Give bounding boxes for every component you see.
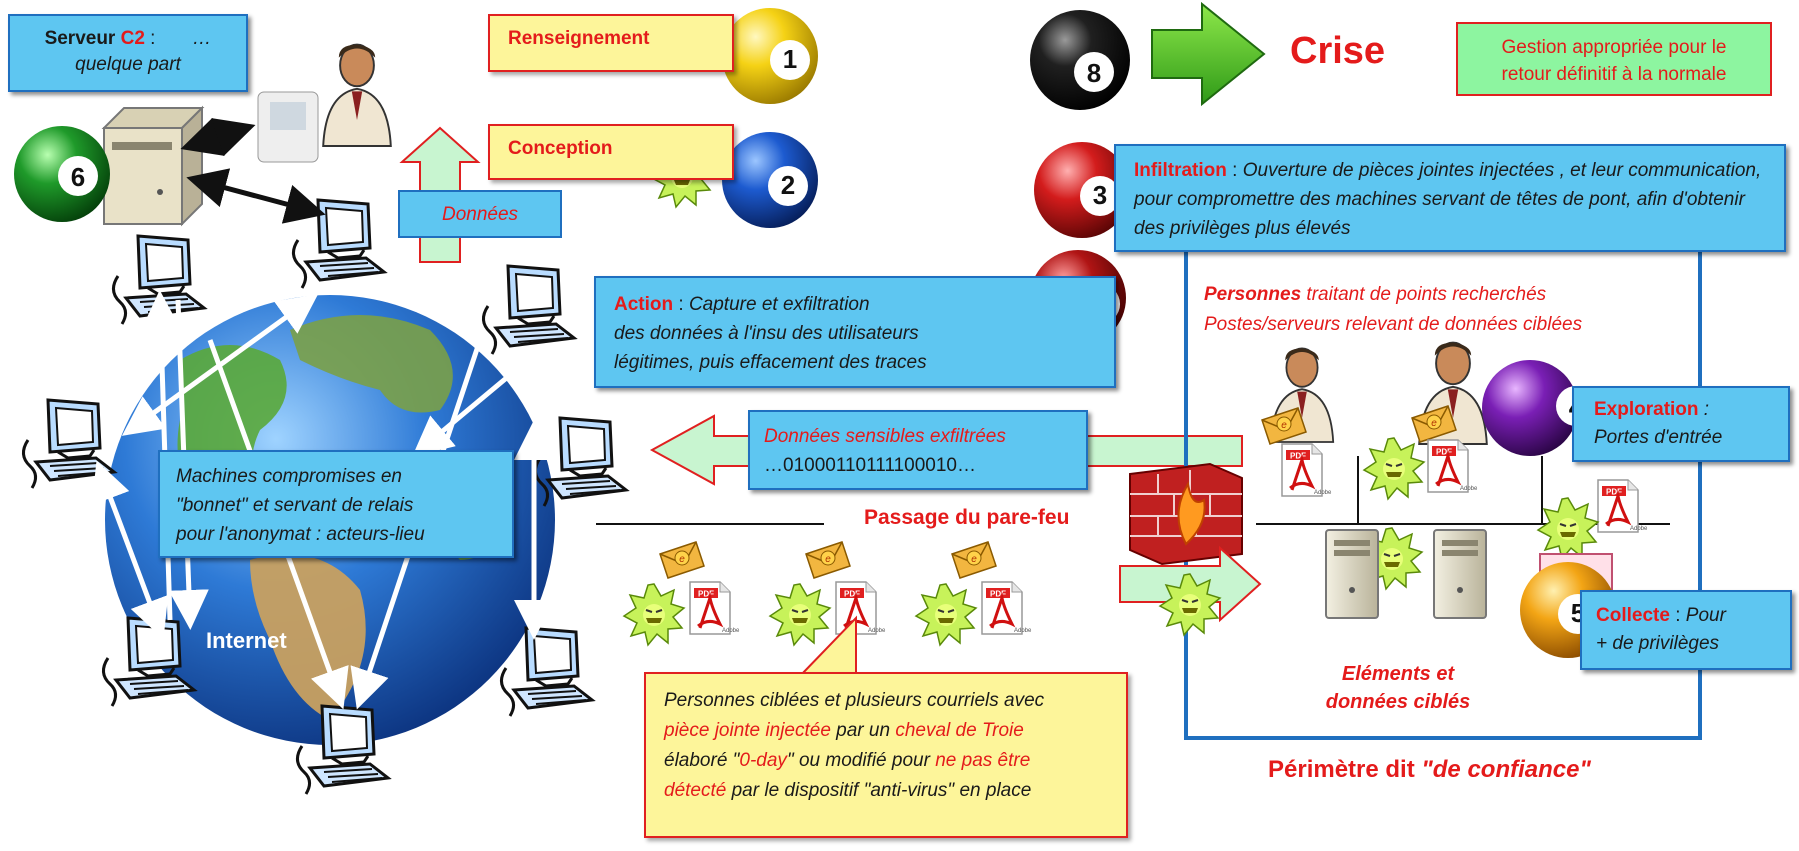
cibles-par-un: par un xyxy=(830,720,896,741)
operator-person-icon xyxy=(257,43,392,163)
ball-number-1: 1 xyxy=(782,44,798,74)
email-attachment-group xyxy=(915,541,1034,646)
step-infiltration-box: Infiltration : Ouverture de pièces joint… xyxy=(1114,144,1786,252)
server-c2-c2: C2 xyxy=(120,28,145,49)
elements-line-2: données ciblés xyxy=(1325,691,1471,713)
personnes-line-2: Postes/serveurs relevant de données cibl… xyxy=(1204,314,1583,335)
exfil-title: Données sensibles exfiltrées xyxy=(764,426,1006,447)
step-action-line-3: légitimes, puis effacement des traces xyxy=(614,352,927,373)
computer-icon xyxy=(481,264,576,356)
ball-number-8: 8 xyxy=(1086,58,1102,88)
crise-arrow-icon xyxy=(1151,1,1266,107)
ball-number-2: 2 xyxy=(780,170,796,200)
elements-line-1: Eléments et xyxy=(1341,663,1455,685)
cibles-line-1: Personnes ciblées et plusieurs courriels… xyxy=(664,690,1045,711)
cibles-0day: 0-day xyxy=(739,750,787,771)
step-collecte-sep: : xyxy=(1669,605,1686,626)
internet-label: Internet xyxy=(206,628,287,653)
cibles-elabore: élaboré " xyxy=(664,750,740,771)
gestion-line-2: retour définitif à la normale xyxy=(1501,64,1727,85)
step-action-line-2: des données à l'insu des utilisateurs xyxy=(614,323,919,344)
step-infiltration-title: Infiltration xyxy=(1134,160,1227,181)
ball-number-3: 3 xyxy=(1092,180,1108,210)
perimetre-label-b: "de confiance" xyxy=(1421,756,1591,783)
step-action-box: Action : Capture et exfiltration des don… xyxy=(594,276,1116,388)
c2-link-arrows xyxy=(180,117,326,224)
cibles-piece-jointe: pièce jointe injectée xyxy=(664,720,831,741)
virus-icon xyxy=(1537,497,1599,560)
server-icon xyxy=(1325,529,1379,619)
computer-icon xyxy=(291,198,386,290)
exfil-bits: …01000110111100010… xyxy=(764,455,976,476)
cibles-ne-pas-etre: ne pas être xyxy=(935,750,1031,771)
step-exploration-title: Exploration xyxy=(1594,399,1699,420)
donnees-box: Données xyxy=(398,190,562,238)
firewall-icon xyxy=(1129,462,1243,566)
gestion-line-1: Gestion appropriée pour le xyxy=(1501,37,1727,58)
step-conception-label: Conception xyxy=(508,138,613,159)
step-renseignement-box: Renseignement xyxy=(488,14,734,72)
step-collecte-title: Collecte xyxy=(1596,605,1670,626)
machines-line-2: "bonnet" et servant de relais xyxy=(176,495,414,516)
donnees-label: Données xyxy=(441,204,519,225)
cibles-cheval: cheval de Troie xyxy=(895,720,1024,741)
server-c2-colon: : xyxy=(144,28,156,49)
machines-line-3: pour l'anonymat : acteurs-lieu xyxy=(176,524,425,545)
passage-label: Passage du pare-feu xyxy=(864,506,1070,529)
step-action-line-1: Capture et exfiltration xyxy=(688,294,870,315)
step-exploration-text: Portes d'entrée xyxy=(1594,427,1723,448)
step-renseignement-label: Renseignement xyxy=(508,28,650,49)
crise-label: Crise xyxy=(1290,30,1386,72)
gestion-box: Gestion appropriée pour le retour défini… xyxy=(1456,22,1772,96)
email-attachment-group xyxy=(769,541,888,646)
step-infiltration-text: Ouverture de pièces jointes injectées , … xyxy=(1134,160,1762,239)
step-action-sep: : xyxy=(673,294,689,315)
step-action-title: Action xyxy=(614,294,674,315)
server-icon xyxy=(1433,529,1487,619)
step-infiltration-sep: : xyxy=(1226,160,1243,181)
perimetre-label-a: Périmètre dit xyxy=(1268,756,1422,783)
exfil-box: Données sensibles exfiltrées …0100011011… xyxy=(748,410,1088,490)
cibles-detecte: détecté xyxy=(664,780,727,801)
perimetre-label: Périmètre dit "de confiance" xyxy=(1268,756,1591,784)
step-collecte-text-b: + de privilèges xyxy=(1596,633,1720,654)
personnes-title: Personnes xyxy=(1204,284,1302,305)
server-icon xyxy=(101,105,205,227)
email-attachment-group xyxy=(623,541,742,646)
personnes-text: Personnes traitant de points recherchés … xyxy=(1204,280,1582,340)
machines-line-1: Machines compromises en xyxy=(176,466,402,487)
step-exploration-sep: : xyxy=(1698,399,1710,420)
step-collecte-text-a: Pour xyxy=(1685,605,1726,626)
server-c2-ellipsis: … xyxy=(192,28,212,49)
cibles-modifie: " ou modifié pour xyxy=(786,750,936,771)
cibles-antivirus: par le dispositif "anti-virus" en place xyxy=(726,780,1032,801)
server-c2-box: Serveur C2 : … quelque part xyxy=(8,14,248,92)
server-c2-label: Serveur xyxy=(44,28,121,49)
elements-label: Eléments et données ciblés xyxy=(1310,660,1486,716)
cibles-box: Personnes ciblées et plusieurs courriels… xyxy=(644,672,1128,838)
step-exploration-box: Exploration : Portes d'entrée xyxy=(1572,386,1790,462)
step-conception-box: Conception xyxy=(488,124,734,180)
server-c2-location: quelque part xyxy=(75,54,181,75)
personnes-line-1: traitant de points recherchés xyxy=(1301,284,1547,305)
step-collecte-box: Collecte : Pour + de privilèges xyxy=(1580,590,1792,670)
machines-box: Machines compromises en "bonnet" et serv… xyxy=(158,450,514,558)
virus-icon xyxy=(1363,437,1425,500)
ball-number-6: 6 xyxy=(70,162,86,192)
